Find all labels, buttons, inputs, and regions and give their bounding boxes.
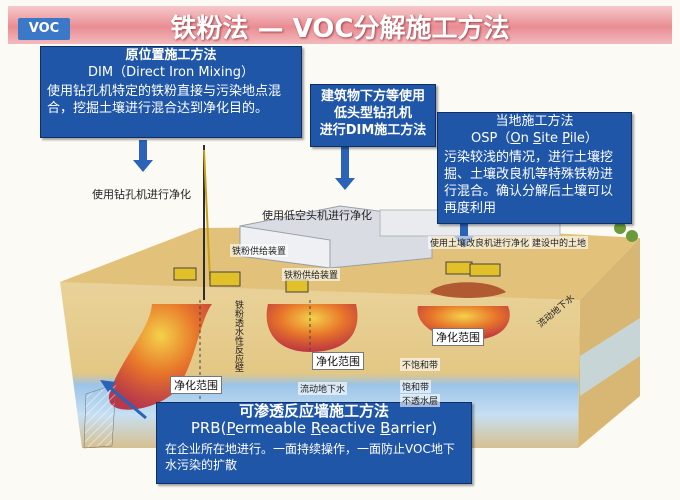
label-groundwater-flow: 流动地下水	[298, 382, 348, 395]
iron-supply-device-left	[173, 267, 197, 281]
dim-method-box: 原位置施工方法 DIM（Direct Iron Mixing） 使用钻孔机特定的…	[40, 46, 302, 138]
dim-description: 使用钻孔机特定的铁粉直接与污染地点混合，挖掘土壤进行混合达到净化目的。	[47, 84, 282, 116]
prb-wall	[83, 383, 117, 449]
contamination-plume-left	[108, 304, 212, 410]
dim-title: 原位置施工方法	[125, 48, 217, 63]
page-title: 铁粉法 — VOC分解施工方法	[170, 14, 510, 44]
label-soil-improver: 使用土壤改良机进行净化	[428, 236, 532, 249]
title-banner	[8, 6, 672, 44]
lowhead-line3: 进行DIM施工方法	[319, 123, 427, 138]
prb-title: 可渗透反应墙施工方法	[238, 402, 389, 420]
excavation-pit	[430, 282, 506, 298]
lowhead-line1: 建筑物下方等使用	[320, 89, 425, 104]
contamination-plume-middle	[266, 304, 358, 352]
label-purify-area-right: 净化范围	[432, 328, 484, 346]
excavator	[469, 263, 501, 277]
lowhead-method-box: 建筑物下方等使用 低头型钻孔机 进行DIM施工方法	[310, 84, 436, 147]
label-drill-purify: 使用钻孔机进行净化	[92, 188, 191, 201]
osp-subtitle: OSP（On Site Pile）	[471, 131, 598, 146]
label-iron-supply-1: 铁粉供给装置	[230, 244, 289, 257]
label-lowhead-purify: 使用低空头机进行净化	[262, 209, 372, 222]
dim-subtitle: DIM（Direct Iron Mixing）	[88, 65, 254, 80]
label-iron-supply-2: 铁粉供给装置	[282, 268, 341, 281]
label-purify-area-left: 净化范围	[170, 376, 222, 394]
prb-description: 在企业所在地进行。一面持续操作，一面防止VOC地下水污染的扩散	[165, 442, 455, 472]
prb-arrow-icon	[100, 380, 116, 392]
label-purify-area-middle: 净化范围	[312, 352, 364, 370]
prb-method-box: 可渗透反应墙施工方法 PRB(Permeable Reactive Barrie…	[156, 402, 472, 484]
osp-title: 当地施工方法	[495, 114, 574, 129]
label-unsaturated-zone: 不饱和带	[400, 358, 441, 371]
prb-subtitle: PRB(Permeable Reactive Barrier)	[190, 419, 438, 437]
label-saturated-zone: 饱和带	[400, 380, 432, 393]
voc-tag: VOC	[18, 18, 70, 40]
label-permeable-wall: 铁粉透水性反应壁	[233, 300, 243, 372]
iron-supply-device-middle	[285, 279, 309, 293]
osp-method-box: 当地施工方法 OSP（On Site Pile） 污染较浅的情况，进行土壤挖掘、…	[437, 112, 632, 224]
drill-rig-body	[209, 271, 241, 287]
groundwater-side	[580, 318, 640, 396]
lowhead-line2: 低头型钻孔机	[333, 106, 412, 121]
label-impermeable-layer: 不透水层	[400, 394, 441, 407]
soil-improver-excavator	[445, 261, 473, 275]
label-construction-land: 建设中的土地	[530, 236, 589, 249]
osp-description: 污染较浅的情况，进行土壤挖掘、土壤改良机等特殊铁粉进行混合。确认分解后土壤可以再…	[444, 150, 614, 216]
